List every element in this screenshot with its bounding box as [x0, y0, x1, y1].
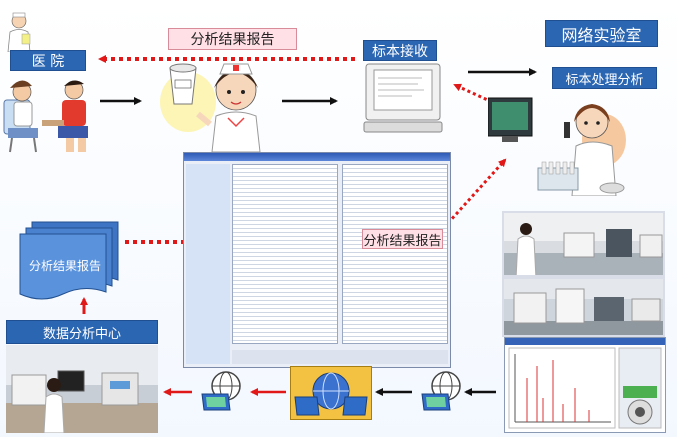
window-right-pane	[342, 164, 448, 344]
nurse-with-specimen-illustration	[148, 52, 274, 152]
arrow-window-to-lab	[438, 158, 507, 234]
lab-technician-illustration	[488, 92, 628, 196]
report-label-top: 分析结果报告	[168, 28, 297, 50]
arrow-lab-to-receive	[453, 83, 493, 104]
sample-receive-label: 标本接收	[363, 40, 437, 61]
laptop-globe-icon-left	[200, 370, 246, 414]
data-center-label: 数据分析中心	[6, 320, 158, 344]
laptop-globe-icon-right	[420, 370, 466, 414]
window-statusbar	[232, 350, 448, 364]
analysis-software-window	[183, 152, 451, 368]
window-sidebar	[186, 164, 230, 364]
report-document-label: 分析结果报告	[28, 258, 101, 273]
report-document-stack	[18, 220, 124, 300]
data-center-photo	[6, 345, 158, 433]
sample-process-label: 标本处理分析	[552, 67, 657, 89]
hospital-label: 医 院	[10, 50, 86, 71]
computer-terminal-icon	[362, 62, 444, 134]
window-titlebar	[184, 153, 450, 161]
network-computers-icon	[290, 366, 372, 420]
chromatogram-software-screen	[504, 337, 666, 433]
window-left-pane	[232, 164, 338, 344]
network-lab-label: 网络实验室	[545, 20, 658, 47]
hospital-consultation-illustration	[2, 70, 98, 154]
lab-room-photo-bottom	[502, 277, 665, 337]
lab-room-photo-top	[502, 211, 665, 277]
nurse-small-icon	[4, 12, 34, 52]
report-label-middle: 分析结果报告	[362, 229, 443, 249]
